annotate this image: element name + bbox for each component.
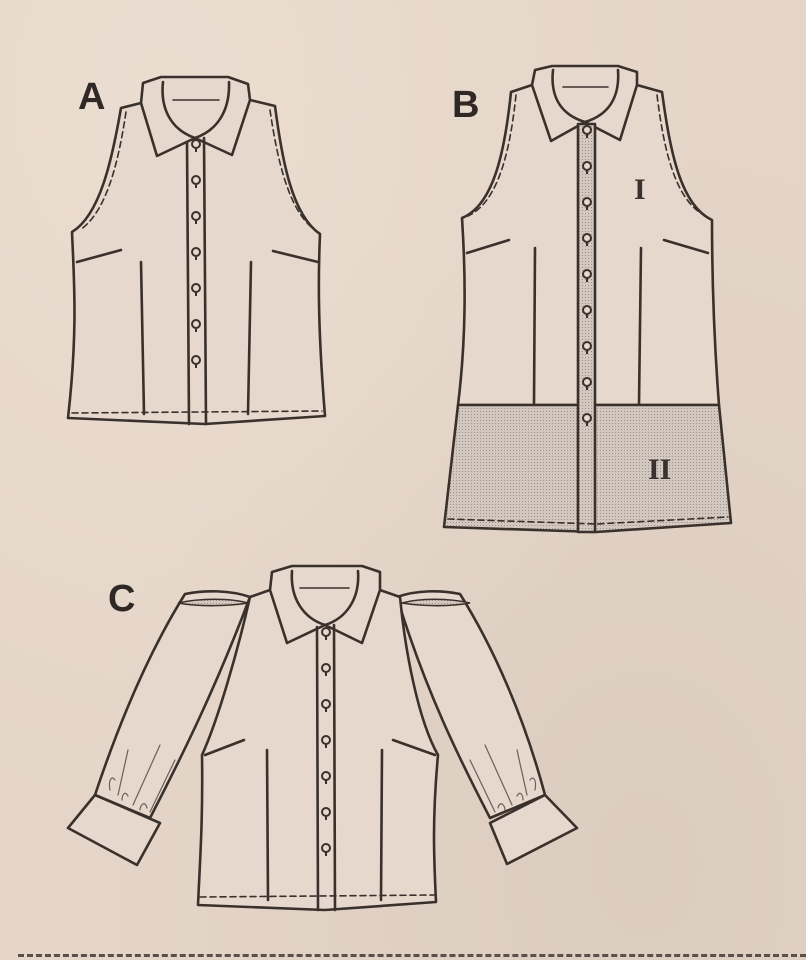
garment-view-c: [66, 564, 579, 912]
shoulder-pleats-view-c: [177, 598, 471, 607]
sleeve-gathers-view-c: [108, 744, 537, 813]
garment-view-b: [442, 64, 733, 534]
buttons-view-b: [582, 125, 592, 426]
buttons-view-a: [191, 139, 201, 368]
view-label-b: B: [452, 84, 480, 126]
panel-label-i: I: [634, 173, 646, 206]
garment-view-a: [66, 75, 327, 426]
panel-label-ii: II: [648, 453, 672, 486]
page-cut-line: [18, 954, 806, 957]
view-label-c: C: [108, 578, 136, 620]
buttons-view-c: [321, 627, 331, 856]
view-label-a: A: [78, 76, 106, 118]
